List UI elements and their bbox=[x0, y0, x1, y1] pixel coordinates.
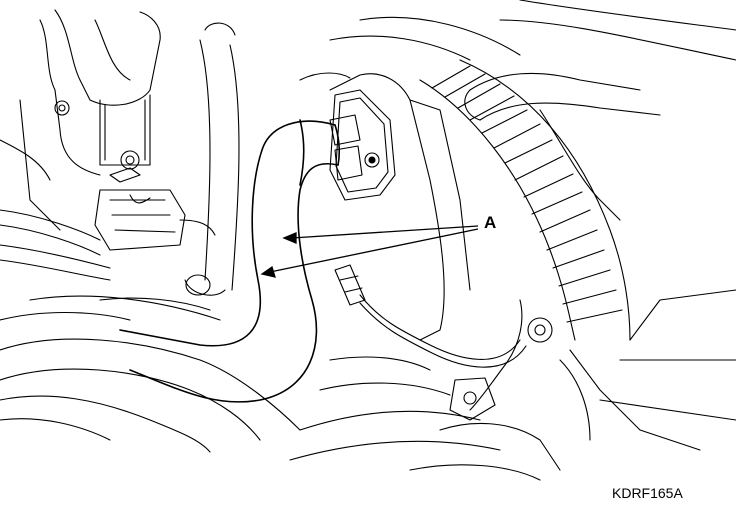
heater-hose bbox=[119, 119, 341, 403]
upper-hoses-right bbox=[329, 0, 736, 221]
electrical-connector-left bbox=[0, 189, 216, 281]
hose-fitting bbox=[329, 89, 396, 201]
lower-hose-bundle bbox=[0, 295, 301, 453]
callout-a-leaders bbox=[260, 225, 479, 278]
engine-bracket-left bbox=[0, 9, 161, 231]
figure-code: KDRF165A bbox=[612, 485, 683, 501]
firewall-plate bbox=[299, 72, 471, 341]
vertical-pipe bbox=[184, 22, 240, 296]
right-edge-structure bbox=[559, 289, 736, 451]
sensor-clip-and-wire bbox=[334, 264, 553, 421]
lower-center-hoses bbox=[289, 356, 561, 481]
callout-label-a: A bbox=[484, 213, 497, 232]
corrugated-hose-right bbox=[419, 59, 631, 341]
